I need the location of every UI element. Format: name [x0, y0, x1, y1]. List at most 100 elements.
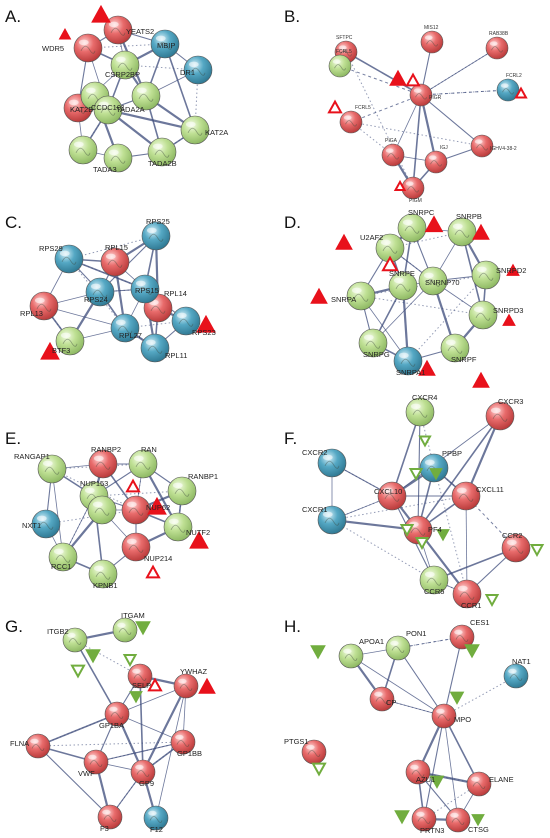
down-triangle-filled-icon	[436, 529, 450, 542]
node-label: SNRPF	[451, 355, 477, 364]
node-highlight	[93, 455, 104, 462]
node-structure-glyph	[475, 312, 491, 321]
node-highlight	[132, 668, 141, 674]
node-structure-glyph	[147, 345, 163, 354]
up-triangle-open-icon	[514, 86, 528, 99]
node-structure-glyph	[174, 488, 190, 497]
node-label: GP9	[139, 779, 154, 788]
node-structure-glyph	[110, 155, 126, 164]
node-label: PTGS1	[284, 737, 309, 746]
node-b-mis12	[420, 30, 444, 54]
node-label: VWF	[78, 769, 95, 778]
node-a-kat2a	[180, 115, 210, 145]
node-structure-glyph	[61, 256, 77, 265]
node-structure-glyph	[400, 358, 416, 367]
node-label: TADA3	[93, 165, 117, 174]
node-highlight	[508, 668, 517, 674]
up-triangle-open-icon	[145, 564, 161, 579]
node-d-snrpc	[397, 213, 427, 243]
node-c-rps25	[141, 221, 171, 251]
node-structure-glyph	[136, 770, 150, 777]
node-f-ccr2	[501, 533, 531, 563]
node-label: CXCR1	[302, 505, 327, 514]
down-triangle-open-icon	[122, 654, 138, 668]
node-label: RAN	[141, 445, 157, 454]
node-label: FCRL2	[506, 73, 522, 79]
node-a-unlabeled-11	[93, 95, 123, 125]
node-label: SFTPC	[336, 35, 353, 41]
node-highlight	[322, 454, 333, 461]
node-highlight	[424, 35, 433, 40]
node-structure-glyph	[365, 340, 381, 349]
node-label: RPS24	[84, 295, 108, 304]
edge-b-4-7	[420, 94, 483, 147]
node-label: NUP214	[144, 554, 172, 563]
node-structure-glyph	[154, 149, 170, 158]
node-highlight	[374, 691, 383, 697]
node-highlight	[93, 565, 104, 572]
node-h-elane	[466, 771, 492, 797]
edge-dotted-d-7-6	[360, 295, 484, 316]
node-structure-glyph	[502, 88, 514, 95]
node-highlight	[474, 139, 483, 144]
node-structure-glyph	[391, 646, 405, 653]
node-label: ITGB2	[47, 627, 69, 636]
node-structure-glyph	[437, 714, 451, 721]
down-triangle-open-icon	[484, 594, 500, 608]
panel-label-f: F.	[284, 429, 297, 448]
node-structure-glyph	[430, 160, 442, 167]
node-structure-glyph	[407, 186, 419, 193]
down-triangle-filled-icon	[429, 775, 445, 789]
node-label: YWHAZ	[180, 667, 208, 676]
node-label: CCR2	[502, 531, 522, 540]
node-highlight	[402, 219, 413, 226]
node-f-cxcr4	[405, 397, 435, 427]
node-label: NUP153	[80, 479, 108, 488]
node-label: CXCR3	[498, 397, 523, 406]
node-highlight	[115, 319, 126, 326]
edge-g-3-8	[142, 685, 187, 773]
node-highlight	[382, 487, 393, 494]
node-structure-glyph	[148, 233, 164, 242]
node-structure-glyph	[478, 272, 494, 281]
node-h-nat1	[503, 663, 529, 689]
node-label: SNRPD3	[493, 306, 523, 315]
node-structure-glyph	[94, 507, 110, 516]
node-highlight	[343, 648, 352, 654]
node-structure-glyph	[118, 628, 132, 635]
node-structure-glyph	[117, 325, 133, 334]
node-structure-glyph	[92, 289, 108, 298]
node-structure-glyph	[476, 144, 488, 151]
edge-g-1-4	[74, 639, 118, 715]
node-structure-glyph	[425, 278, 441, 287]
node-structure-glyph	[176, 740, 190, 747]
down-triangle-filled-icon	[85, 649, 101, 664]
node-label: AZU1	[416, 775, 435, 784]
node-highlight	[332, 59, 341, 64]
node-label: MBIP	[157, 41, 175, 50]
up-triangle-filled-icon	[472, 223, 490, 240]
node-highlight	[393, 277, 404, 284]
node-e-kpnb1	[88, 559, 118, 589]
panel-label-g: G.	[5, 617, 23, 636]
node-structure-glyph	[415, 93, 427, 100]
node-highlight	[176, 312, 187, 319]
node-highlight	[424, 459, 435, 466]
node-label: CXCR2	[302, 448, 327, 457]
edge-f-1-4	[391, 415, 501, 497]
node-f-cxcr3	[485, 401, 515, 431]
node-f-cxcr1	[317, 505, 347, 535]
node-structure-glyph	[150, 305, 166, 314]
node-highlight	[59, 250, 70, 257]
node-structure-glyph	[307, 750, 321, 757]
node-label: RANBP1	[188, 472, 218, 481]
node-highlight	[363, 334, 374, 341]
up-triangle-open-icon	[393, 179, 407, 192]
node-structure-glyph	[75, 147, 91, 156]
edge-b-3-4	[339, 65, 422, 96]
node-highlight	[410, 764, 419, 770]
up-triangle-filled-icon	[196, 314, 216, 333]
down-triangle-filled-icon	[464, 644, 480, 659]
node-highlight	[98, 101, 109, 108]
node-f-ppbp	[419, 453, 449, 483]
